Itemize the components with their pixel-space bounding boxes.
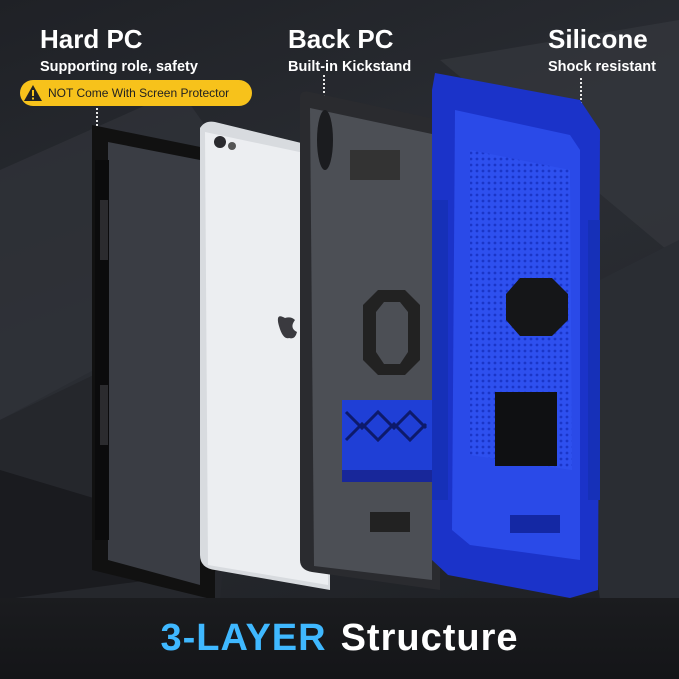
label-hard-pc: Hard PC Supporting role, safety <box>40 25 198 75</box>
screen-protector-warning: NOT Come With Screen Protector <box>20 80 252 106</box>
footer-title-text: Structure <box>340 617 519 659</box>
hard-pc-frame <box>92 125 215 598</box>
footer-banner: 3-LAYER Structure <box>0 598 679 679</box>
label-silicone: Silicone Shock resistant <box>548 25 656 75</box>
connector-hard-pc <box>96 108 98 130</box>
case-layers-illustration <box>92 73 600 598</box>
tablet <box>200 121 330 590</box>
layer-subtitle: Shock resistant <box>548 59 656 75</box>
layer-title: Hard PC <box>40 24 143 54</box>
layer-title: Back PC <box>288 24 394 54</box>
silicone-sleeve <box>432 73 600 598</box>
label-back-pc: Back PC Built-in Kickstand <box>288 25 411 75</box>
back-pc-shell <box>300 91 440 591</box>
layer-subtitle: Built-in Kickstand <box>288 59 412 75</box>
layer-subtitle: Supporting role, safety <box>40 59 198 75</box>
footer-accent-text: 3-LAYER <box>160 617 327 659</box>
warning-text: NOT Come With Screen Protector <box>48 86 230 100</box>
warning-triangle-icon <box>20 80 46 106</box>
layer-title: Silicone <box>548 24 648 54</box>
